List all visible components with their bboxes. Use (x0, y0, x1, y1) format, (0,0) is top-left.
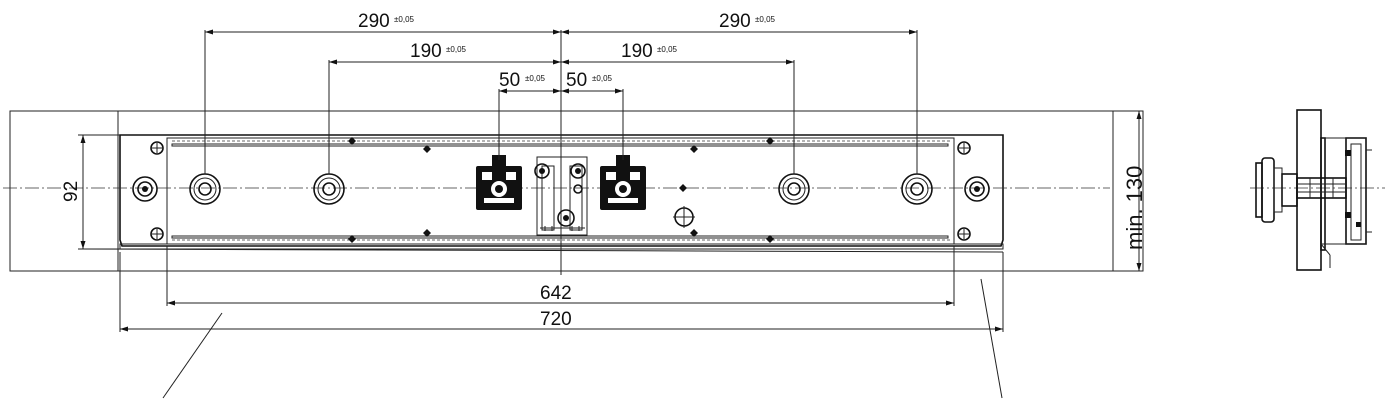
dim-720-width (119, 252, 1004, 332)
dim-190-right-tol: ±0,05 (657, 45, 678, 54)
leader-line-left (162, 312, 223, 399)
leader-line-right (980, 278, 1003, 399)
dim-50-inner (498, 88, 624, 160)
dim-92-value: 92 (61, 181, 82, 202)
clamp-assembly-right (600, 155, 646, 210)
dim-290-right-tol: ±0,05 (755, 15, 776, 24)
mounting-holes (189, 173, 933, 205)
dim-642-width (166, 246, 955, 306)
dim-190-middle (328, 59, 795, 174)
wall-outline (9, 110, 1144, 272)
dim-290-left-value: 290 (358, 11, 390, 32)
dim-min130-value: min. 130 (1122, 166, 1147, 250)
dim-50-right-tol: ±0,05 (592, 74, 613, 83)
dim-642-value: 642 (540, 283, 572, 304)
dim-50-left-value: 50 (499, 70, 520, 91)
diamond-markers (348, 137, 774, 243)
dim-92-height (78, 134, 120, 250)
dim-190-right-value: 190 (621, 41, 653, 62)
center-adjust-block (534, 156, 588, 236)
dim-190-left-value: 190 (410, 41, 442, 62)
end-holes (132, 176, 990, 202)
side-view (1255, 109, 1372, 271)
corner-screws (150, 141, 971, 241)
dim-720-value: 720 (540, 309, 572, 330)
clamp-assembly-left (476, 155, 522, 210)
side-hole (673, 206, 695, 228)
dim-min130 (1136, 111, 1142, 271)
dim-290-right-value: 290 (719, 11, 751, 32)
dim-190-left-tol: ±0,05 (446, 45, 467, 54)
dim-50-left-tol: ±0,05 (525, 74, 546, 83)
dim-290-outer (204, 29, 918, 174)
dim-50-right-value: 50 (566, 70, 587, 91)
dim-290-left-tol: ±0,05 (394, 15, 415, 24)
